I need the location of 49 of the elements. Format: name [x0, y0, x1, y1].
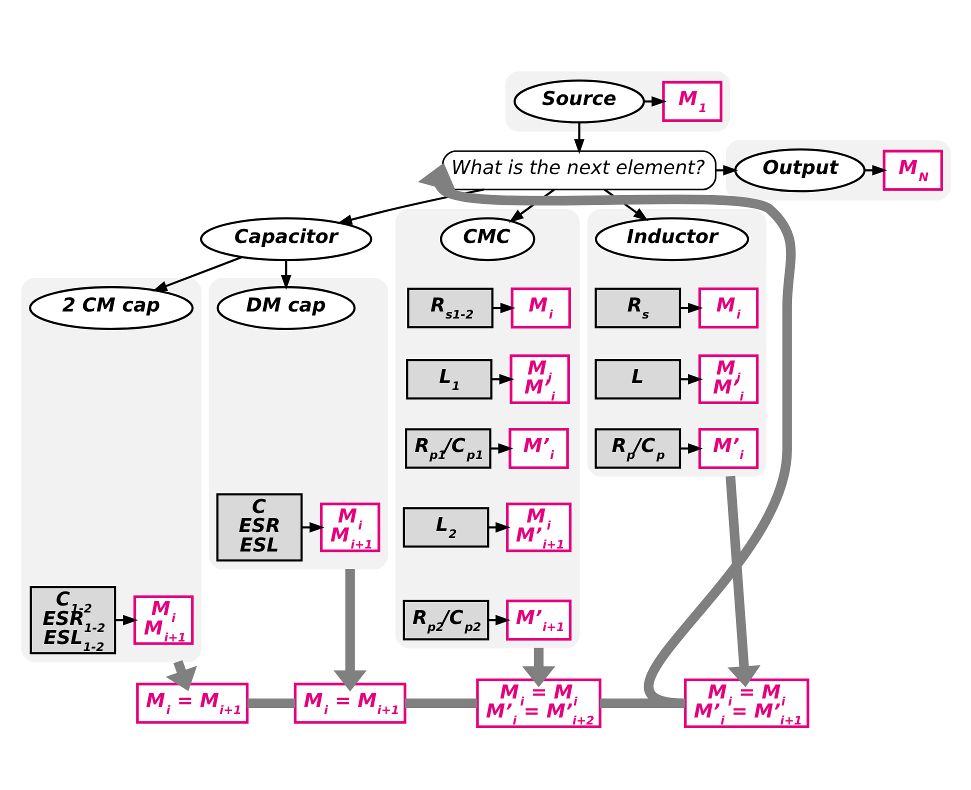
connector [404, 698, 477, 708]
node-box: M$_{i}$ = M$_{i}$ M’$_{i}$ = M’$_{i+2}$ [476, 678, 601, 728]
node-box: M$_{i}$ = M$_{i}$ M’$_{i}$ = M’$_{i+1}$ [684, 678, 809, 728]
arrow [715, 165, 738, 176]
arrow [165, 660, 196, 692]
node-box: C ESR ESL [216, 493, 302, 562]
node-box: R$_{s1-2}$ [406, 288, 493, 328]
node-ellipse: Inductor [594, 217, 749, 262]
node-box: M$_{i}$ [698, 288, 758, 329]
arrow [725, 476, 760, 688]
arrow [574, 122, 584, 154]
node-box: M$_{1}$ [662, 80, 722, 122]
node-ellipse: Capacitor [200, 217, 372, 262]
arrow [280, 260, 291, 290]
arrow [490, 374, 514, 384]
node-ellipse: Source [513, 80, 644, 124]
node-box: R$_{p1}$/C$_{p1}$ [404, 428, 491, 469]
connector [600, 698, 685, 708]
node-ellipse: CMC [439, 217, 535, 262]
node-box: M$_{i}$ M$_{i+1}$ [319, 502, 380, 552]
node-box: M’$_{i}$ [698, 428, 758, 470]
node-box: L [594, 358, 681, 400]
node-box: M$_{N}$ [882, 150, 943, 191]
node-box: M$_{i}$ M’$_{i+1}$ [505, 502, 572, 552]
arrow [680, 374, 702, 384]
node-ellipse: Output [734, 148, 866, 192]
node-box: What is the next element? [442, 150, 716, 190]
node-box: M$_{i}$ = M$_{i+1}$ [293, 682, 406, 724]
cluster [725, 140, 950, 200]
cluster [504, 71, 730, 132]
connector [247, 698, 295, 708]
node-box: M$_{i}$ M$_{i+1}$ [132, 595, 194, 645]
arrow [522, 648, 555, 688]
node-box: M’$_{i+1}$ [505, 600, 572, 641]
node-box: R$_{s}$ [594, 288, 681, 328]
node-box: M’$_{i}$ [508, 428, 568, 470]
node-ellipse: 2 CM cap [28, 286, 194, 330]
node-box: M$_{i}$ = M$_{i+1}$ [136, 682, 248, 724]
arrow [333, 568, 366, 692]
node-ellipse: DM cap [216, 286, 356, 330]
arrow [152, 256, 242, 292]
cluster [20, 278, 201, 662]
node-box: M$_{i}$ [510, 288, 570, 329]
node-box: L$_{1}$ [406, 358, 492, 400]
node-box: L$_{2}$ [402, 507, 489, 548]
cluster [208, 278, 388, 570]
arrow [417, 162, 796, 708]
node-box: R$_{p}$/C$_{p}$ [594, 428, 681, 469]
arrow [864, 165, 887, 176]
